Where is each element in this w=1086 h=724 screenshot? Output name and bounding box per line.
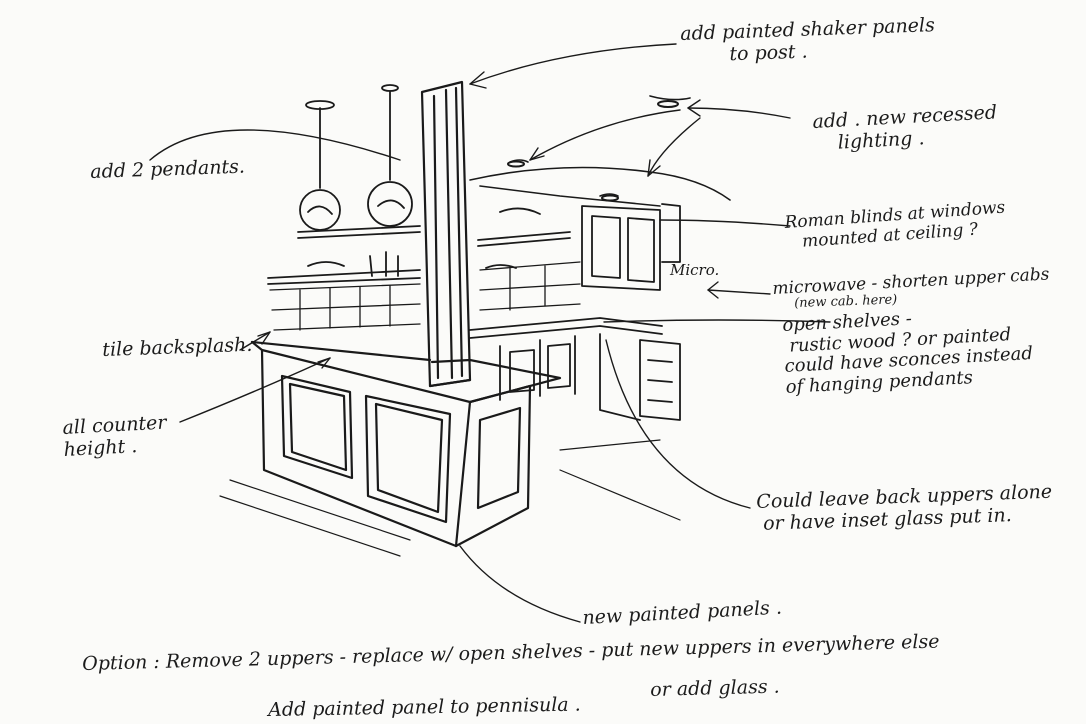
peninsula: [250, 340, 562, 548]
note-option-line2: or add glass .: [649, 675, 780, 701]
note-micro-label: Micro.: [670, 261, 720, 279]
back-counter: [469, 317, 681, 421]
floor-lines: [219, 439, 681, 557]
backsplash-tiles: [269, 261, 581, 331]
upper-cabinets: [581, 203, 681, 291]
right-shelves: [477, 207, 571, 269]
note-post-panels: add painted shaker panels to post .: [679, 14, 936, 67]
pendant-lights: [299, 84, 413, 231]
note-open-shelves: open shelves - rustic wood ? or painted …: [781, 308, 1034, 398]
ceiling-lines: [469, 95, 731, 207]
note-counter-height: all counter height .: [61, 411, 168, 461]
leader-lines: [149, 43, 831, 623]
recessed-lights: [507, 100, 679, 202]
center-post: [420, 80, 472, 388]
left-shelves: [267, 225, 421, 285]
